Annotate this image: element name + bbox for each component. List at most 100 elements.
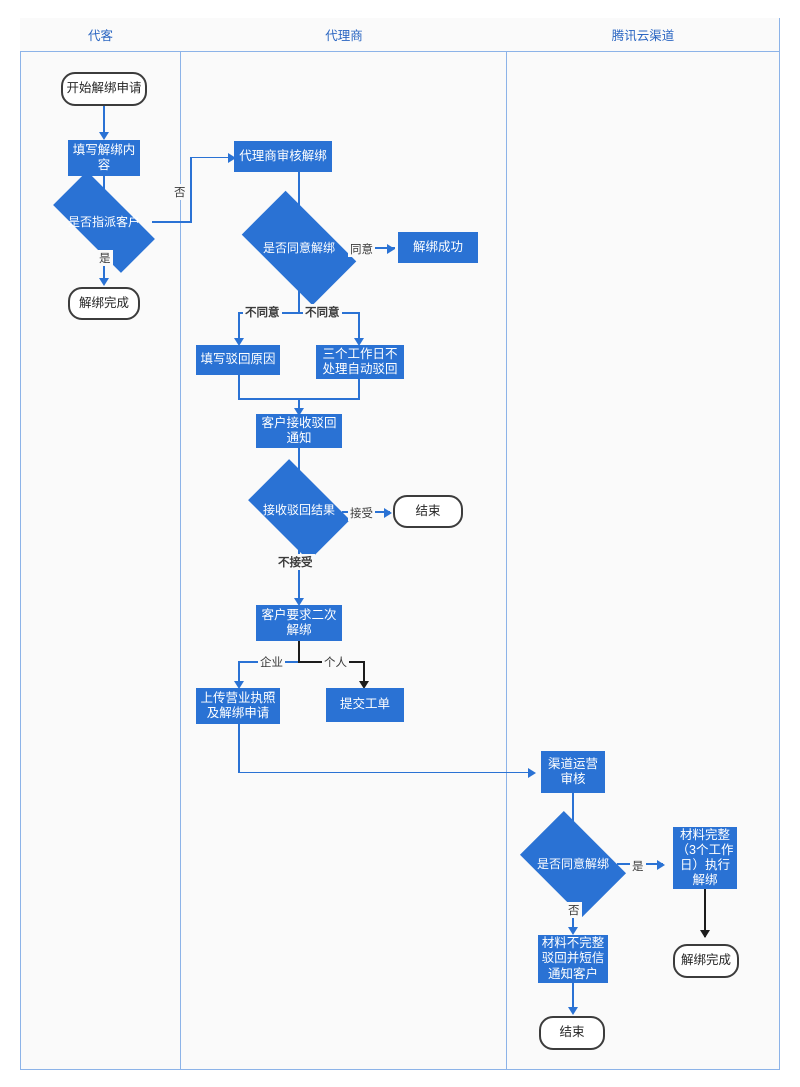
arrow-down-icon [568, 1007, 578, 1015]
arrow-down-icon [294, 408, 304, 416]
edge-start-to-fill [103, 106, 105, 134]
arrow-down-icon [358, 681, 369, 689]
edge-label-yes-assign: 是 [97, 250, 113, 266]
lane-label-tencent: 腾讯云渠道 [611, 29, 675, 43]
arrow-down-icon [294, 598, 304, 606]
node-start-unbind-request[interactable]: 开始解绑申请 [61, 72, 147, 106]
node-label: 上传营业执照及解绑申请 [200, 690, 276, 720]
arrow-down-icon [99, 278, 109, 286]
node-label: 是否同意解绑 [262, 240, 335, 255]
lane-label-customer: 代客 [87, 29, 113, 43]
edge-label-accept: 接受 [348, 505, 375, 521]
arrow-down-icon [568, 927, 578, 935]
arrow-down-icon [233, 681, 244, 689]
node-channel-operation-review[interactable]: 渠道运营审核 [541, 751, 605, 793]
node-label: 代理商审核解绑 [239, 148, 327, 163]
node-label: 解绑完成 [680, 953, 731, 968]
node-label: 填写解绑内容 [72, 142, 136, 172]
node-material-incomplete-reject-sms[interactable]: 材料不完整驳回并短信通知客户 [538, 935, 608, 983]
edge-merge-left-v [238, 375, 240, 399]
edge-assign-no-v [190, 157, 192, 222]
edge-label-no-assign: 否 [172, 184, 188, 200]
edge-disagree-left-v [238, 312, 240, 342]
lane-header-agent: 代理商 [181, 18, 507, 52]
node-unbind-complete-tencent[interactable]: 解绑完成 [673, 944, 739, 978]
edge-label-disagree-right: 不同意 [303, 304, 342, 320]
node-label: 解绑成功 [412, 239, 463, 254]
edge-label-no-tencent: 否 [566, 902, 582, 918]
node-label: 结束 [415, 503, 441, 518]
arrow-right-icon [384, 508, 392, 518]
arrow-right-icon [657, 860, 665, 870]
edge-disagree-right-v [358, 312, 360, 342]
node-label: 结束 [559, 1025, 585, 1040]
edge-label-yes-tencent: 是 [630, 858, 646, 874]
edge-assign-no-h [152, 221, 192, 223]
lane-divider-1 [180, 18, 181, 1070]
node-end-tencent[interactable]: 结束 [539, 1016, 605, 1050]
edge-label-enterprise: 企业 [258, 654, 285, 670]
arrow-down-icon [233, 338, 244, 346]
edge-second-stem [298, 641, 300, 662]
edge-label-agree: 同意 [348, 241, 375, 257]
node-submit-ticket[interactable]: 提交工单 [326, 688, 404, 722]
edge-assign-no-h2 [190, 156, 232, 159]
node-material-complete-execute-unbind[interactable]: 材料完整（3个工作日）执行解绑 [673, 827, 737, 889]
arrow-down-icon [700, 930, 710, 938]
edge-label-disagree-left: 不同意 [243, 304, 282, 320]
arrow-right-icon [387, 244, 395, 254]
node-decision-receive-reject-result[interactable]: 接收驳回结果 [248, 459, 350, 561]
node-decision-assign-customer[interactable]: 是否指派客户 [53, 171, 155, 273]
node-label: 是否同意解绑 [536, 856, 609, 871]
node-fill-unbind-content[interactable]: 填写解绑内容 [68, 140, 140, 176]
lane-divider-2 [506, 18, 507, 1070]
edge-enterprise-v [238, 661, 240, 685]
node-label: 提交工单 [339, 697, 390, 712]
node-label: 客户要求二次解绑 [261, 607, 337, 637]
edge-merge-stem [298, 398, 300, 412]
edge-merge-right-v [358, 379, 360, 399]
node-unbind-complete-customer[interactable]: 解绑完成 [68, 287, 140, 320]
node-fill-reject-reason[interactable]: 填写驳回原因 [196, 345, 280, 375]
node-label: 三个工作日不处理自动驳回 [322, 346, 398, 376]
edge-label-individual: 个人 [322, 654, 349, 670]
lane-label-agent: 代理商 [325, 29, 363, 43]
node-decision-agent-agree[interactable]: 是否同意解绑 [241, 190, 357, 306]
edge-not-accept [298, 539, 300, 603]
node-label: 是否指派客户 [67, 214, 140, 229]
node-label: 材料完整（3个工作日）执行解绑 [676, 827, 734, 888]
node-customer-receive-reject-notice[interactable]: 客户接收驳回通知 [256, 414, 342, 448]
arrow-down-icon [99, 132, 109, 140]
edge-label-not-accept: 不接受 [276, 554, 315, 570]
edge-disagree-split [238, 312, 360, 314]
node-label: 客户接收驳回通知 [261, 415, 337, 445]
edge-notice-to-result [298, 448, 300, 480]
edge-reject-to-end [572, 983, 574, 1011]
arrow-right-icon [228, 152, 236, 163]
node-upload-license-and-application[interactable]: 上传营业执照及解绑申请 [196, 688, 280, 724]
node-auto-reject-3days[interactable]: 三个工作日不处理自动驳回 [316, 345, 404, 379]
edge-to-channel-v [238, 724, 240, 773]
node-customer-request-second-unbind[interactable]: 客户要求二次解绑 [256, 605, 342, 641]
edge-disagree-stem [298, 279, 300, 313]
node-unbind-success[interactable]: 解绑成功 [398, 232, 478, 263]
node-label: 渠道运营审核 [547, 756, 598, 786]
edge-individual-v [363, 661, 365, 685]
node-decision-tencent-agree[interactable]: 是否同意解绑 [519, 810, 627, 918]
arrow-down-icon [354, 338, 364, 346]
node-agent-review-unbind[interactable]: 代理商审核解绑 [234, 141, 332, 172]
arrow-right-icon [528, 768, 536, 778]
node-label: 填写驳回原因 [200, 352, 276, 367]
node-label: 解绑完成 [78, 295, 129, 310]
edge-review-to-agree [298, 172, 300, 217]
edge-material-to-complete [704, 889, 706, 937]
lane-header-tencent: 腾讯云渠道 [507, 18, 779, 52]
lane-header-customer: 代客 [20, 18, 181, 52]
edge-to-channel-h [238, 771, 534, 774]
node-end-agent[interactable]: 结束 [393, 495, 463, 528]
node-label: 接收驳回结果 [262, 502, 335, 517]
swimlane-frame [20, 18, 780, 1070]
node-label: 开始解绑申请 [66, 81, 142, 96]
node-label: 材料不完整驳回并短信通知客户 [541, 936, 605, 981]
